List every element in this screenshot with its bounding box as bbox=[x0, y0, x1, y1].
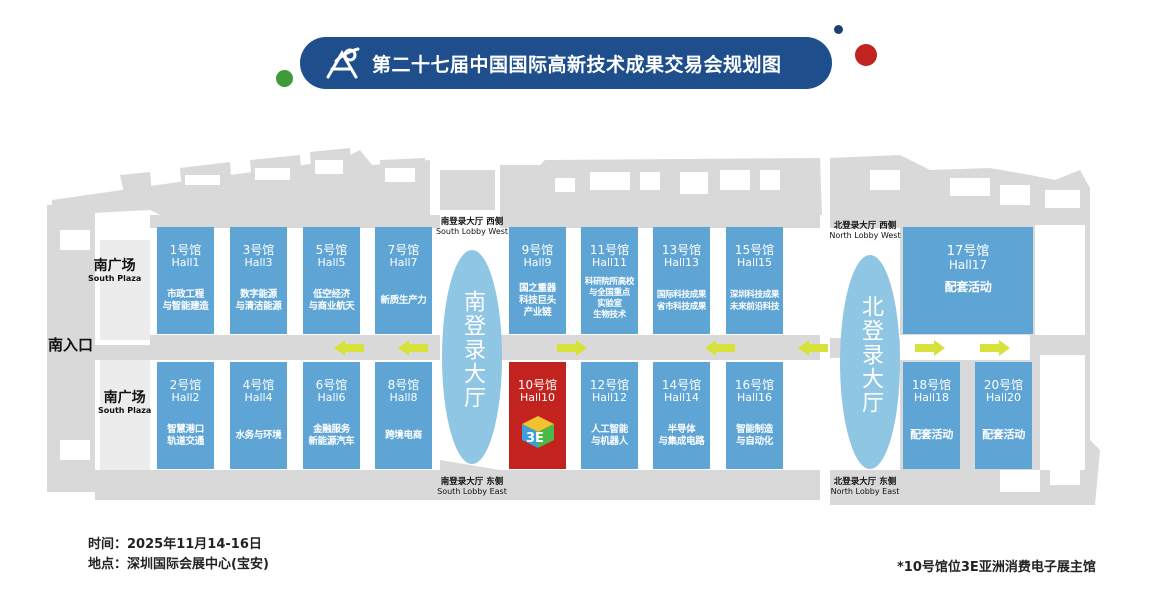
north-lobby[interactable]: 北登录大厅 bbox=[840, 255, 900, 469]
arrow-left-icon bbox=[705, 340, 735, 356]
arrow-left-icon bbox=[398, 340, 428, 356]
arrow-left-icon bbox=[798, 340, 828, 356]
hall10-note: *10号馆位3E亚洲消费电子展主馆 bbox=[897, 560, 1096, 575]
south-plaza-bottom-label: 南广场 South Plaza bbox=[98, 390, 152, 415]
svg-text:3E: 3E bbox=[526, 431, 544, 446]
event-info: 时间：2025年11月14-16日 地点：深圳国际会展中心(宝安) bbox=[88, 535, 269, 575]
south-plaza-top-label: 南广场 South Plaza bbox=[88, 258, 142, 283]
arrow-right-icon bbox=[980, 340, 1010, 356]
event-time: 时间：2025年11月14-16日 bbox=[88, 537, 262, 552]
green-dot-icon bbox=[276, 70, 293, 87]
navy-dot-icon bbox=[834, 25, 843, 34]
logo-icon bbox=[326, 47, 360, 79]
3e-logo-icon: 3E bbox=[521, 416, 554, 448]
event-place: 地点：深圳国际会展中心(宝安) bbox=[88, 557, 269, 572]
arrow-left-icon bbox=[334, 340, 364, 356]
arrow-right-icon bbox=[915, 340, 945, 356]
south-entrance-label: 南入口 bbox=[48, 336, 94, 354]
title-banner: 第二十七届中国国际高新技术成果交易会规划图 bbox=[300, 37, 832, 89]
red-dot-icon bbox=[855, 44, 877, 66]
arrow-right-icon bbox=[557, 340, 587, 356]
south-lobby[interactable]: 南登录大厅 bbox=[442, 250, 502, 464]
page-title: 第二十七届中国国际高新技术成果交易会规划图 bbox=[372, 53, 782, 76]
